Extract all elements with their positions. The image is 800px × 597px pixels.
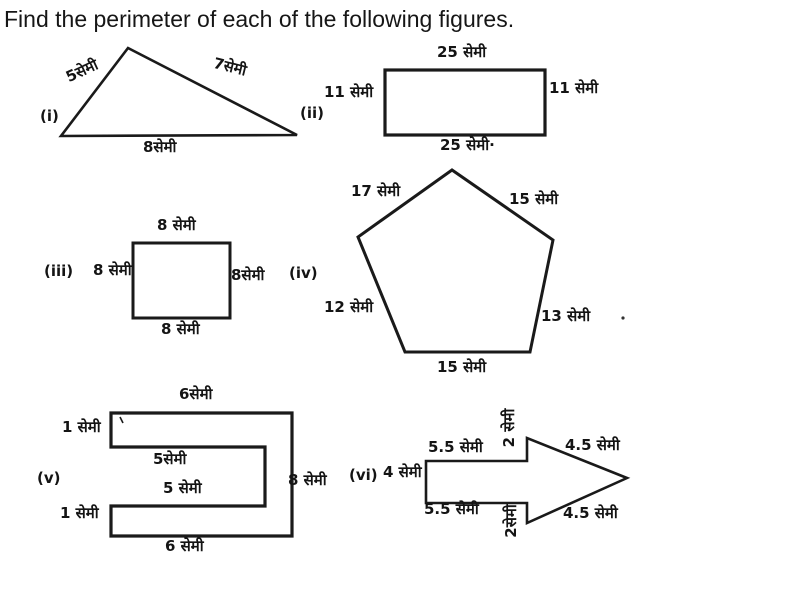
pentagon-top-right-side-label: 15 सेमी xyxy=(509,190,559,208)
rectangle-outline xyxy=(383,68,547,137)
c-shape-inner-upper-side-label: 5सेमी xyxy=(153,450,187,468)
square-left-side-label: 8 सेमी xyxy=(93,261,132,279)
arrow-head-top-slant-label: 4.5 सेमी xyxy=(565,436,620,454)
c-shape-top-side-label: 6सेमी xyxy=(179,385,213,403)
square-outline xyxy=(131,241,232,320)
square-top-side-label: 8 सेमी xyxy=(157,216,196,234)
arrow-head-top-base-label: 2 सेमी xyxy=(499,408,518,448)
arrow-head-bottom-base-label: 2सेमी xyxy=(501,504,520,538)
arrow-head-bottom-slant-label: 4.5 सेमी xyxy=(563,504,618,522)
rectangle-right-side-label: 11 सेमी xyxy=(549,79,599,97)
figure-vi-label: (vi) xyxy=(349,466,378,484)
square-right-side-label: 8सेमी xyxy=(231,266,265,284)
c-shape-outline xyxy=(109,411,294,538)
figure-i-label: (i) xyxy=(40,107,59,125)
arrow-outline xyxy=(424,436,631,526)
pentagon-bottom-side-label: 15 सेमी xyxy=(437,358,487,376)
arrow-shaft-bottom-side-label: 5.5 सेमी xyxy=(424,500,479,518)
c-shape-left-top-side-label: 1 सेमी xyxy=(62,418,101,436)
rectangle-bottom-side-label: 25 सेमी· xyxy=(440,136,495,154)
pentagon-left-side-label: 12 सेमी xyxy=(324,298,374,316)
c-shape-bottom-side-label: 6 सेमी xyxy=(165,537,204,555)
c-shape-right-side-label: 8 सेमी xyxy=(288,471,327,489)
c-shape-inner-lower-side-label: 5 सेमी xyxy=(163,479,202,497)
triangle-outline xyxy=(58,46,298,138)
pentagon-outline xyxy=(356,168,555,354)
pentagon-right-side-label: 13 सेमी xyxy=(541,307,591,325)
pentagon-top-left-side-label: 17 सेमी xyxy=(351,182,401,200)
arrow-left-side-label: 4 सेमी xyxy=(383,463,422,481)
c-shape-left-bottom-side-label: 1 सेमी xyxy=(60,504,99,522)
scan-speck-dot xyxy=(621,316,625,320)
triangle-bottom-side-label: 8सेमी xyxy=(143,138,177,156)
figure-iii-label: (iii) xyxy=(44,262,74,280)
figure-ii-label: (ii) xyxy=(300,104,324,122)
page-title: Find the perimeter of each of the follow… xyxy=(4,6,515,32)
scan-speck-tick xyxy=(119,416,124,424)
rectangle-left-side-label: 11 सेमी xyxy=(324,83,374,101)
figure-v-label: (v) xyxy=(37,469,61,487)
figure-iv-label: (iv) xyxy=(289,264,318,282)
square-bottom-side-label: 8 सेमी xyxy=(161,320,200,338)
arrow-shaft-top-side-label: 5.5 सेमी xyxy=(428,438,483,456)
rectangle-top-side-label: 25 सेमी xyxy=(437,43,487,61)
